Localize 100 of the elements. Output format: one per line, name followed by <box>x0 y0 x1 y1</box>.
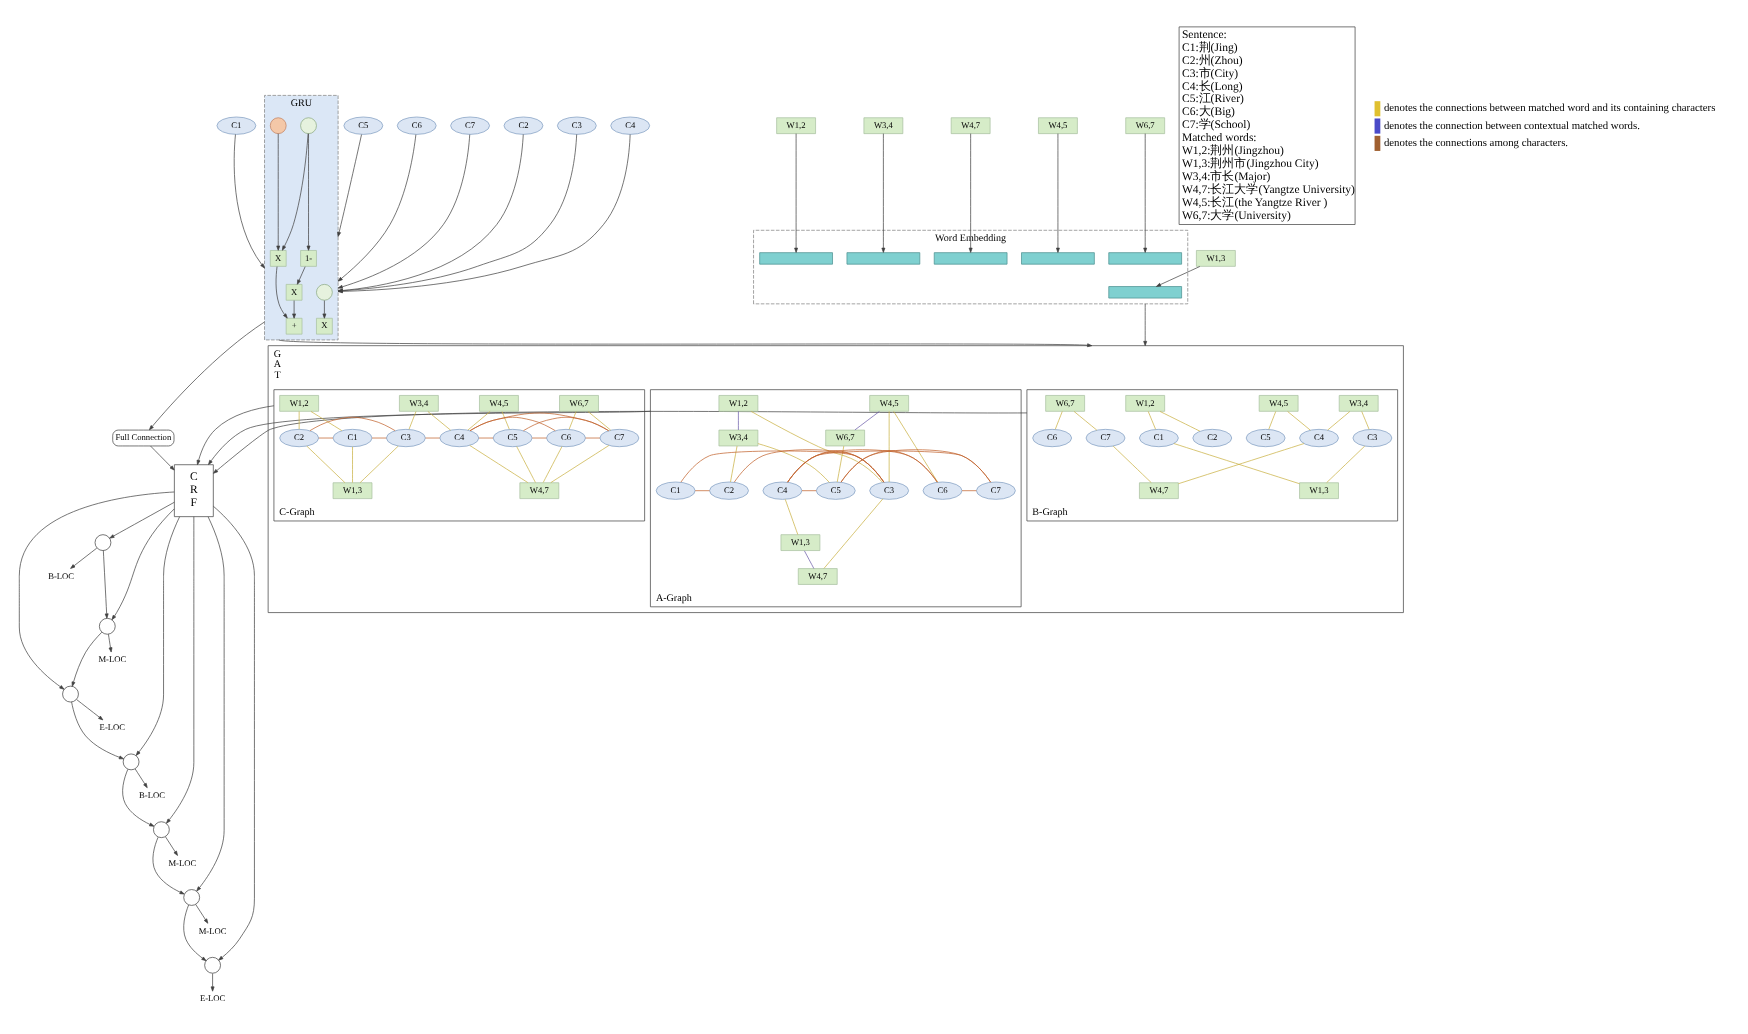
connector <box>738 411 739 431</box>
connector <box>1327 411 1351 431</box>
arrow <box>122 769 155 827</box>
connector <box>680 450 885 483</box>
connector <box>427 411 451 431</box>
arrow <box>103 550 109 619</box>
connector <box>542 446 563 483</box>
arrow <box>281 133 309 251</box>
arrow <box>213 505 255 961</box>
arrow <box>196 405 275 465</box>
arrow <box>275 266 288 319</box>
arrow <box>76 699 104 721</box>
arrow <box>1056 133 1060 253</box>
arrow <box>1143 133 1148 253</box>
connector <box>587 411 612 431</box>
connector <box>408 411 417 430</box>
node-bar <box>933 252 1008 265</box>
arrow <box>71 701 124 760</box>
connector <box>310 411 343 431</box>
connector <box>694 490 710 492</box>
arrow <box>213 411 1028 474</box>
connector <box>1054 411 1063 430</box>
arrow <box>18 491 175 690</box>
node-circle <box>183 889 200 906</box>
node-circle <box>122 753 140 771</box>
node-bar <box>1108 252 1182 265</box>
arrow <box>196 516 225 892</box>
connector <box>1073 411 1098 431</box>
node-circle <box>99 618 116 635</box>
connector <box>823 498 884 569</box>
arrow <box>337 134 631 294</box>
connector <box>801 490 817 492</box>
connector <box>306 445 346 483</box>
arrow <box>296 266 306 285</box>
arrow <box>152 836 185 895</box>
arrow <box>276 133 281 251</box>
node-bar <box>1021 252 1095 265</box>
arrow <box>337 134 524 293</box>
connector <box>1147 411 1156 430</box>
node-circle <box>62 685 79 703</box>
connector <box>359 445 399 483</box>
arrow <box>1155 266 1201 287</box>
connector <box>469 412 609 432</box>
arrow <box>337 134 362 237</box>
arrow <box>322 300 327 319</box>
connector <box>469 445 529 483</box>
arrow <box>70 547 98 569</box>
connector <box>888 411 890 483</box>
connector <box>854 411 880 431</box>
arrow <box>109 501 175 539</box>
connector <box>733 449 885 483</box>
connector <box>352 446 353 483</box>
arrow <box>135 516 180 756</box>
connector <box>750 411 883 483</box>
connector <box>523 416 609 432</box>
arrow <box>134 768 148 789</box>
node-bar <box>846 252 921 265</box>
arrow <box>149 321 265 431</box>
arrow <box>183 904 207 962</box>
connector <box>1112 445 1152 483</box>
arrow <box>165 836 178 856</box>
connector <box>467 411 491 431</box>
arrow <box>108 633 113 653</box>
arrow <box>337 134 578 293</box>
arrow <box>210 973 215 992</box>
connector <box>730 445 738 483</box>
arrow <box>195 904 209 924</box>
arrow <box>794 133 798 253</box>
connector <box>757 443 830 483</box>
connector <box>550 445 610 483</box>
connector <box>787 450 991 483</box>
node-circle <box>316 284 333 301</box>
arrow <box>208 410 651 465</box>
arrow <box>306 133 311 251</box>
arrow <box>292 300 296 319</box>
connector <box>784 498 799 535</box>
connector <box>836 445 845 483</box>
node-circle <box>300 117 317 134</box>
arrow <box>71 631 103 687</box>
connector <box>1287 411 1311 431</box>
arrow <box>233 134 265 269</box>
node-circle <box>269 117 287 134</box>
arrow <box>881 133 886 253</box>
arrow <box>278 339 1093 348</box>
arrow <box>968 133 973 253</box>
arrow <box>337 134 417 282</box>
arrow <box>166 516 195 824</box>
node-circle <box>94 534 112 551</box>
connector <box>501 411 510 430</box>
connector <box>1159 411 1201 432</box>
connector <box>893 411 939 483</box>
connector <box>961 490 977 492</box>
node-bar <box>1108 286 1182 299</box>
connector <box>840 449 991 483</box>
node-bar <box>759 252 833 265</box>
arrow <box>111 508 175 620</box>
node-circle <box>153 821 170 838</box>
connector <box>1361 411 1370 430</box>
arrow <box>150 445 175 471</box>
connector <box>516 446 536 483</box>
